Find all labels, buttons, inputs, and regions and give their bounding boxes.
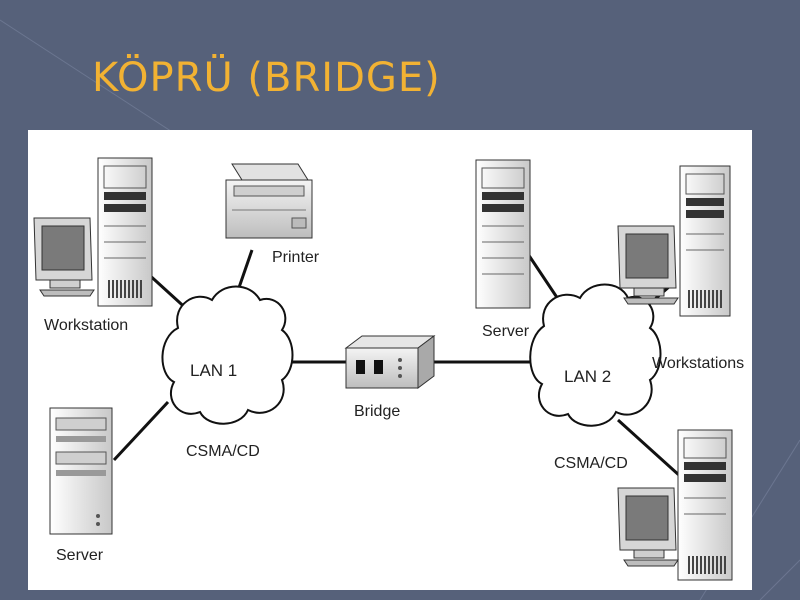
bridge-label: Bridge [354,403,400,420]
workstation-right-upper [617,165,731,317]
slide-title: KÖPRÜ (BRIDGE) [92,55,441,101]
workstation-right-lower [617,429,733,581]
lan1-cloud: LAN 1 [161,285,294,425]
server-left-label: Server [56,547,104,564]
lan1-label: LAN 1 [190,361,237,380]
bridge-network-diagram: LAN 1 CSMA/CD LAN 2 CSMA/CD Bridge Works… [28,130,752,590]
lan1-protocol-label: CSMA/CD [186,443,260,460]
workstation-label: Workstation [44,317,128,334]
lan2-label: LAN 2 [564,367,611,386]
server-right [475,159,531,309]
printer-label: Printer [272,249,320,266]
workstations-label: Workstations [652,355,744,372]
workstation-left [33,157,153,307]
server-right-label: Server [482,323,530,340]
printer-device [225,163,313,239]
lan2-cloud: LAN 2 [529,283,662,427]
server-left [49,407,113,535]
lan2-protocol-label: CSMA/CD [554,455,628,472]
bridge-device [344,335,436,389]
